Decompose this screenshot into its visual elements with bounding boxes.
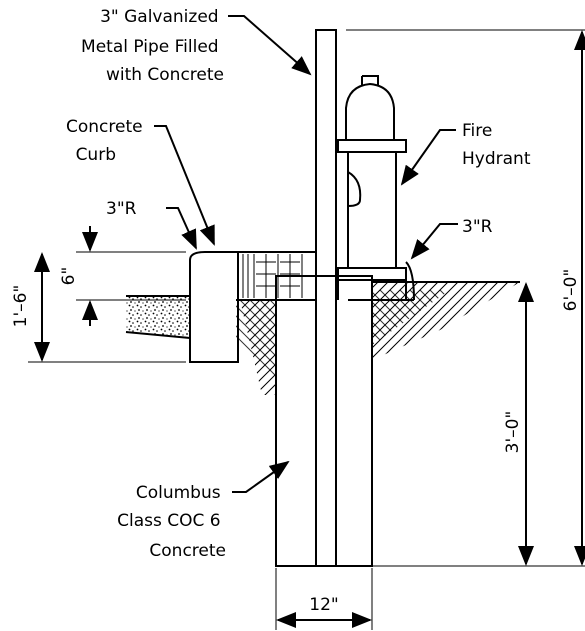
- leader-lines: [154, 15, 458, 493]
- pipe-label: 3" Galvanized Metal Pipe Filled with Con…: [81, 7, 224, 85]
- radius-label-right: 3"R: [462, 217, 493, 237]
- concrete-curb: [189, 251, 239, 363]
- dim-curb-total: 1'–6": [11, 285, 31, 328]
- dim-curb-top: 6": [59, 267, 79, 286]
- dim-embed-depth: 3'–0": [503, 411, 523, 454]
- concrete-footing: [275, 275, 373, 567]
- curb-label: Concrete Curb: [66, 117, 148, 165]
- dim-pipe-total: 6'–0": [561, 269, 581, 312]
- radius-label-left: 3"R: [106, 199, 137, 219]
- concrete-class-label: Columbus Class COC 6 Concrete: [117, 483, 226, 561]
- dim-footing-width: 12": [309, 595, 338, 615]
- galvanized-pipe: [315, 29, 337, 567]
- soil-hatch: [236, 282, 520, 395]
- dimension-lines: [28, 29, 585, 630]
- hydrant-label: Fire Hydrant: [462, 121, 531, 169]
- fire-hydrant: [337, 75, 415, 301]
- aggregate-base: [126, 296, 190, 338]
